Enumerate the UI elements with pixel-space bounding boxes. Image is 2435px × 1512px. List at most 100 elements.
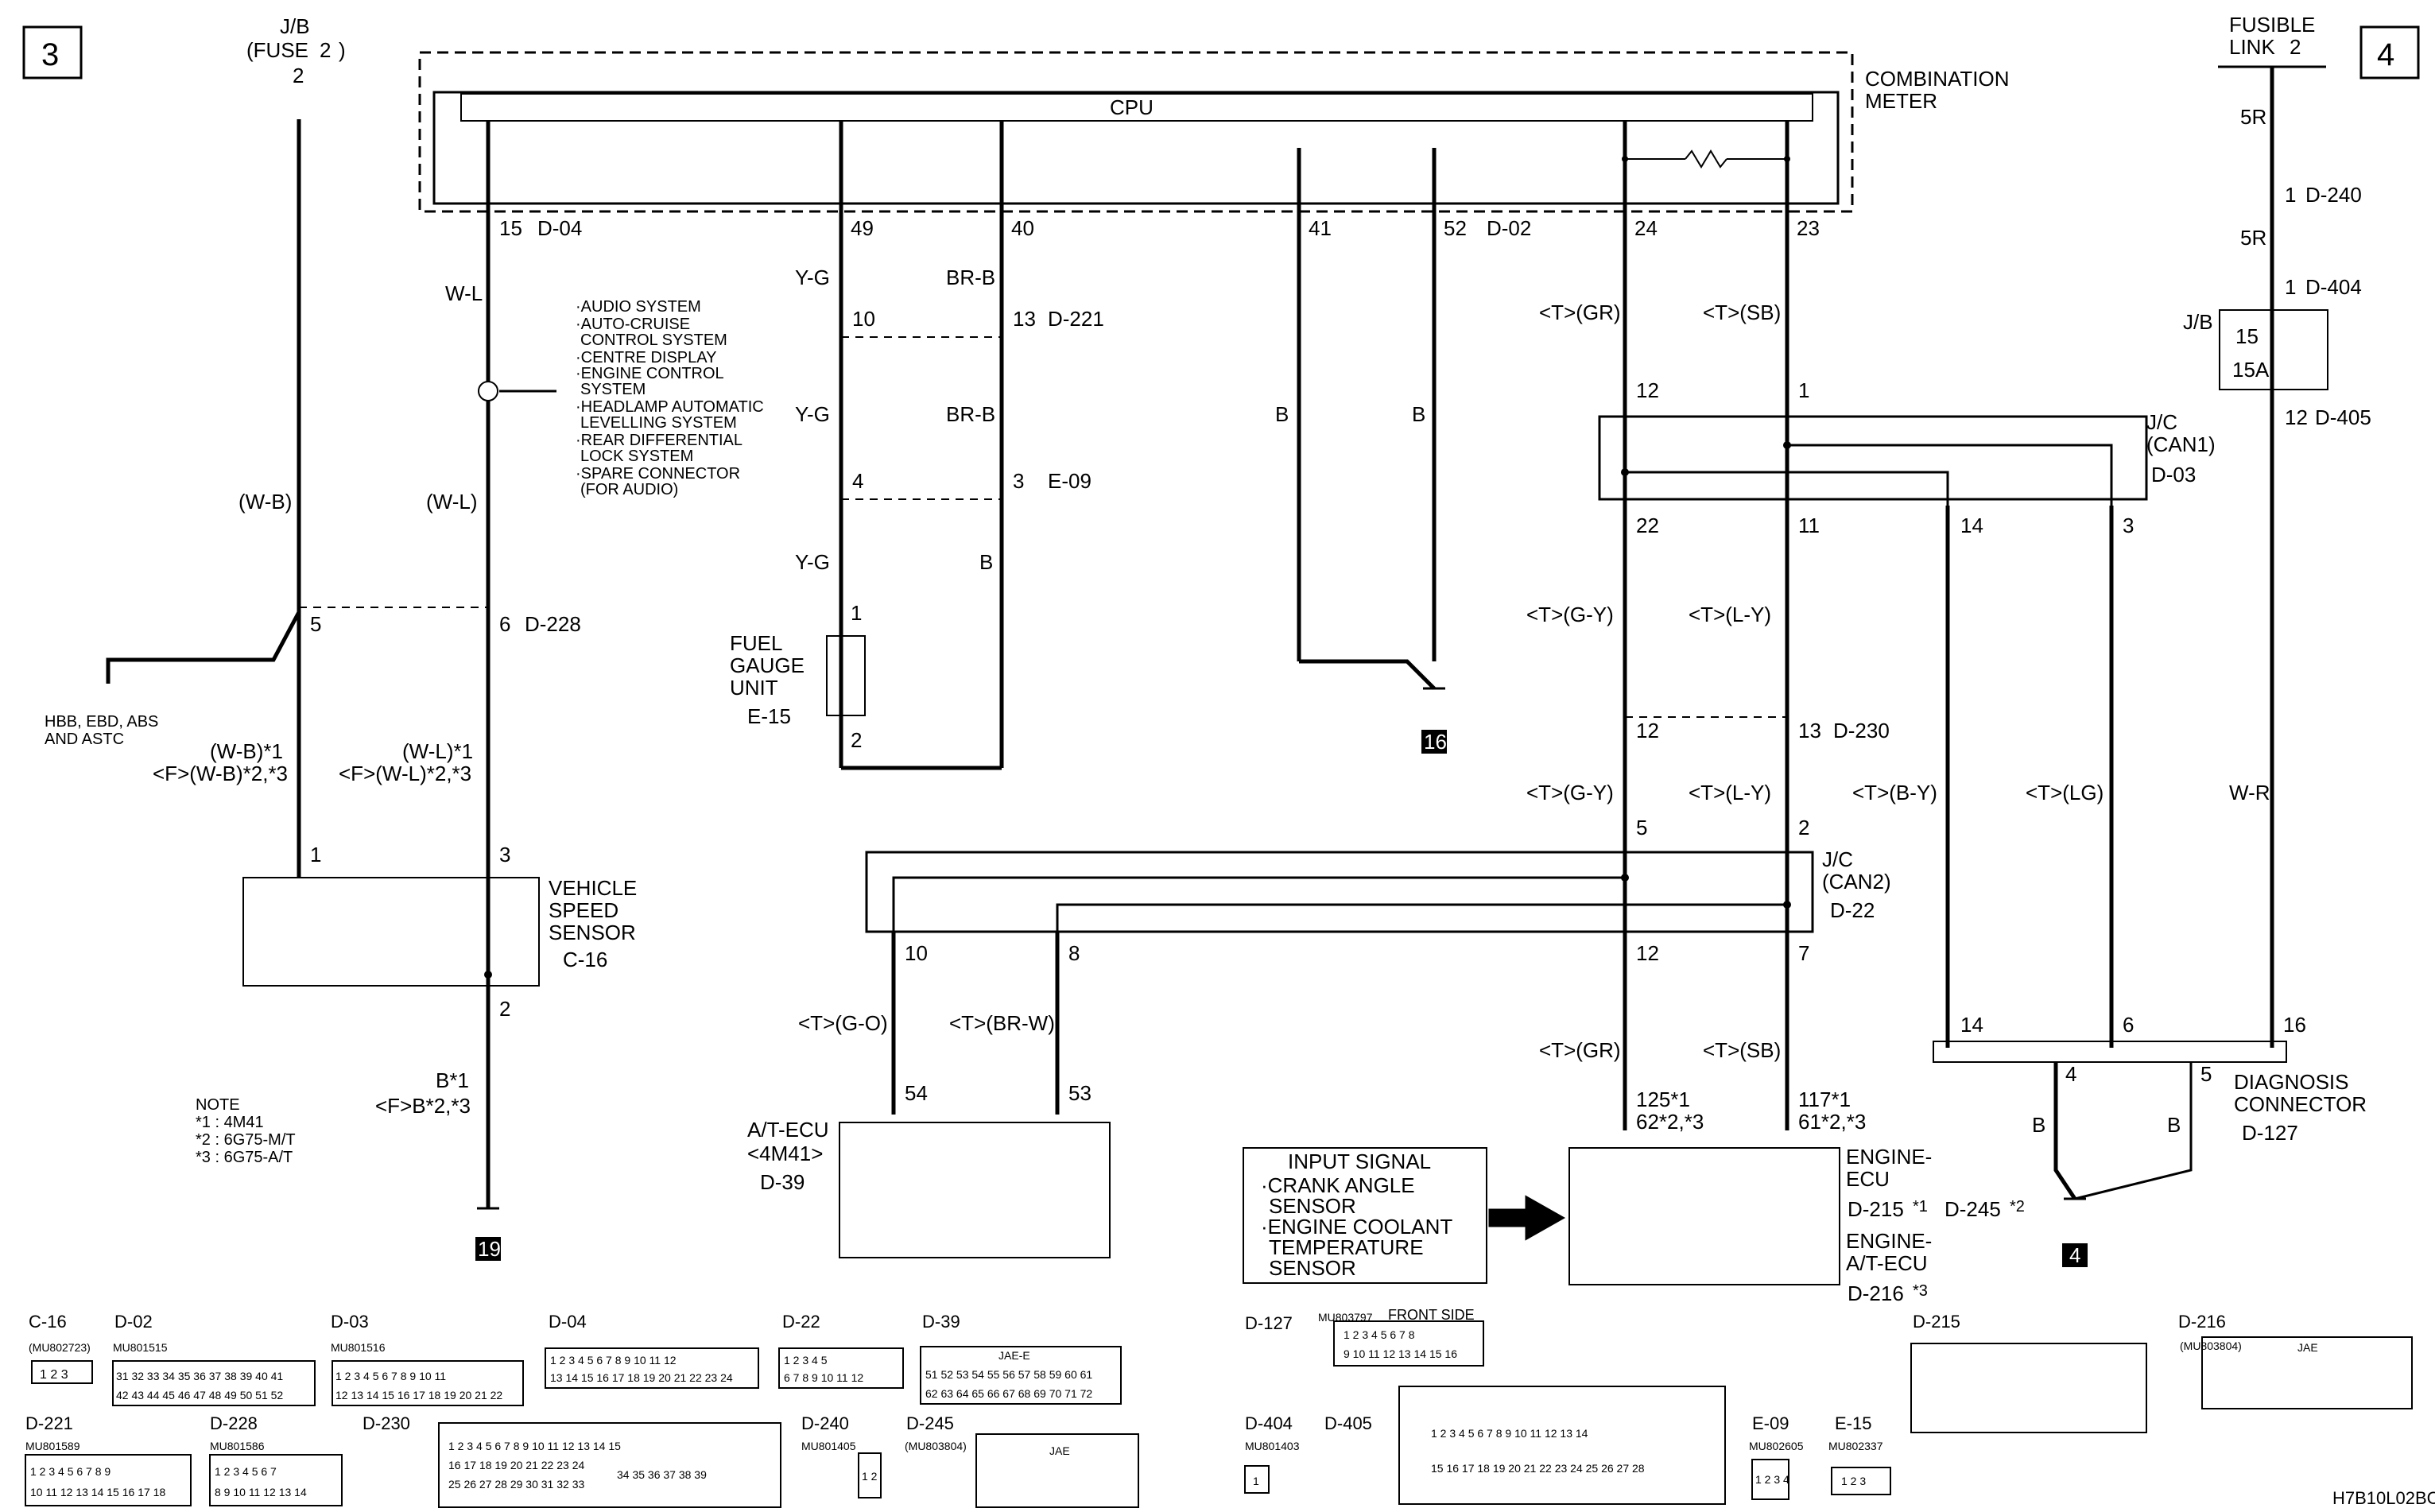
cv-d04-row2: 13 14 15 16 17 18 19 20 21 22 23 24 [550, 1371, 733, 1384]
cv-d221-row2: 10 11 12 13 14 15 16 17 18 [30, 1486, 165, 1498]
pin-16-diag: 16 [2283, 1013, 2306, 1037]
wire-label-b-diag4: B [2032, 1113, 2045, 1137]
star-1-ecu: *1 [1913, 1198, 1928, 1215]
cv-d230-mid: 34 35 36 37 38 39 [617, 1468, 707, 1481]
cv-d39-row2: 62 63 64 65 66 67 68 69 70 71 72 [925, 1387, 1092, 1400]
cv-d230-row3: 25 26 27 28 29 30 31 32 33 [448, 1478, 584, 1491]
cv-d221-body [25, 1454, 192, 1506]
cpu-label: CPU [1110, 95, 1154, 119]
wire-label-5r-2: 5R [2240, 226, 2266, 250]
cv-d228-part: MU801586 [210, 1440, 265, 1452]
cv-d127-front: FRONT SIDE [1388, 1307, 1475, 1323]
conn-d230: D-230 [1833, 719, 1890, 742]
input-signal-title: INPUT SIGNAL [1288, 1150, 1431, 1173]
wire-label-b-diag5: B [2167, 1113, 2181, 1137]
wire-label-5r-1: 5R [2240, 105, 2266, 129]
pin-10: 10 [852, 307, 875, 331]
meter-label-1: COMBINATION [1865, 67, 2010, 91]
wire-label-t-sb-1: <T>(SB) [1703, 300, 1781, 324]
fuse-15: 15 [2235, 324, 2259, 348]
star-3-ecu: *3 [1913, 1282, 1928, 1300]
cv-e09-pins: 1 2 3 4 [1755, 1473, 1789, 1486]
ground-4-badge [2062, 1243, 2088, 1267]
section-box-left [22, 25, 83, 79]
can2-bus-1 [892, 876, 1625, 938]
conn-d221: D-221 [1048, 307, 1104, 331]
cv-d228-body [209, 1454, 343, 1506]
cv-d04-tag: D-04 [549, 1312, 587, 1332]
junction-list-4: ·ENGINE CONTROL [576, 365, 724, 382]
engine-ecu-label2: ECU [1846, 1167, 1890, 1191]
wire-label-t-gr-2: <T>(GR) [1539, 1038, 1621, 1062]
cv-d02-row1: 31 32 33 34 35 36 37 38 39 40 41 [116, 1370, 283, 1382]
jc-can2-label2: (CAN2) [1822, 870, 1891, 894]
wire-label-brb-2: BR-B [946, 402, 995, 426]
ground-4-label: 4 [2069, 1243, 2080, 1267]
pin-3-vss: 3 [499, 843, 510, 866]
cv-d221-part: MU801589 [25, 1440, 80, 1452]
note-line-0: *1 : 4M41 [196, 1114, 264, 1131]
cv-d127-row2: 9 10 11 12 13 14 15 16 [1344, 1347, 1457, 1360]
fusible-link-label: FUSIBLE [2229, 13, 2315, 37]
cv-d404-tag: D-404 [1245, 1413, 1293, 1433]
vss-box [242, 877, 540, 987]
pin-8-can2: 8 [1068, 941, 1080, 965]
pin-1-d404: 1 [2285, 275, 2296, 299]
jc-can1-box [1598, 415, 2148, 501]
wire-label-brb-1: BR-B [946, 266, 995, 289]
pin-15: 15 [499, 216, 522, 240]
pin-10-can2: 10 [905, 941, 928, 965]
jb-fuse-label: J/B [280, 14, 310, 38]
combination-meter-box [418, 51, 1854, 213]
wire-diag-5 [2074, 1062, 2193, 1200]
conn-d04: D-04 [537, 216, 582, 240]
junction-list-8: ·REAR DIFFERENTIAL [576, 432, 743, 449]
cv-d221-row1: 1 2 3 4 5 6 7 8 9 [30, 1465, 111, 1478]
star-2-ecu: *2 [2010, 1198, 2025, 1215]
at-ecu-box [839, 1122, 1111, 1258]
cv-d04-body [545, 1347, 759, 1389]
input-signal-line-1: SENSOR [1269, 1194, 1356, 1218]
wire-label-t-gy-1: <T>(G-Y) [1526, 603, 1614, 626]
engine-ecu-box [1568, 1147, 1840, 1285]
pin-1-vss: 1 [310, 843, 321, 866]
cv-d230-row1: 1 2 3 4 5 6 7 8 9 10 11 12 13 14 15 [448, 1440, 621, 1452]
cv-d404-body [1244, 1465, 1270, 1494]
wire-label-yg-3: Y-G [795, 550, 830, 574]
wire-label-t-brw: <T>(BR-W) [949, 1011, 1055, 1035]
cv-d221-tag: D-221 [25, 1413, 73, 1433]
meter-label-2: METER [1865, 89, 1937, 113]
wire-label-wb-paren: (W-B) [238, 490, 292, 514]
conn-d240-right: D-240 [2305, 183, 2362, 207]
pin-1-can1: 1 [1798, 378, 1809, 402]
junction-list-5: SYSTEM [580, 381, 646, 398]
pin-5: 5 [310, 612, 321, 636]
cv-d404-part: MU801403 [1245, 1440, 1300, 1452]
at-ecu-label2: <4M41> [747, 1142, 823, 1165]
conn-e15: E-15 [747, 704, 791, 728]
pin-54: 54 [905, 1081, 928, 1105]
cv-d127-tag: D-127 [1245, 1313, 1293, 1333]
conn-e09: E-09 [1048, 469, 1091, 493]
wire-label-wl-star1: (W-L)*1 [402, 739, 473, 763]
pin-1-fuel: 1 [851, 601, 862, 625]
wire-label-wl-star23: <F>(W-L)*2,*3 [339, 762, 471, 785]
junction-dot-1 [1622, 156, 1628, 162]
wire-label-wl-paren: (W-L) [426, 490, 478, 514]
junction-dot-7 [484, 971, 492, 979]
cv-d03-tag: D-03 [331, 1312, 369, 1332]
cv-d22-tag: D-22 [782, 1312, 820, 1332]
junction-dot-2 [1784, 156, 1790, 162]
cv-e09-part: MU802605 [1749, 1440, 1804, 1452]
cv-d127-body [1333, 1320, 1484, 1367]
pin-1-d240: 1 [2285, 183, 2296, 207]
diag-label1: DIAGNOSIS [2234, 1070, 2348, 1094]
cv-d240-tag: D-240 [801, 1413, 849, 1433]
can1-bus-2 [1787, 444, 2113, 506]
cv-d04-row1: 1 2 3 4 5 6 7 8 9 10 11 12 [550, 1354, 677, 1367]
engine-atecu-label2: A/T-ECU [1846, 1251, 1928, 1275]
junction-dot-6 [1783, 901, 1791, 909]
cv-d405-row2: 15 16 17 18 19 20 21 22 23 24 25 26 27 2… [1431, 1462, 1645, 1475]
section-num-right: 4 [2377, 37, 2394, 72]
